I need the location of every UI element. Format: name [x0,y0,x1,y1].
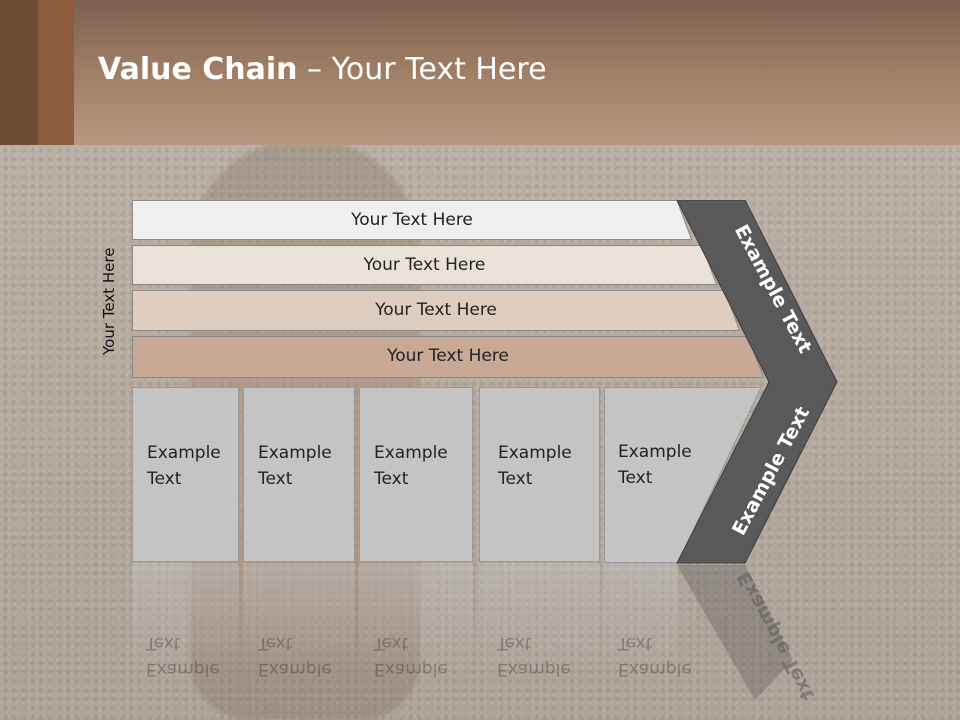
box-line2: Text [374,469,409,489]
box-line1: Example [147,443,221,463]
activity-box-1[interactable]: Example Text [132,387,239,562]
bar-label: Your Text Here [351,210,473,230]
box-reflection [132,563,239,673]
box-line1: Example [498,443,572,463]
slide-title: Value Chain – Your Text Here [98,52,547,87]
box-line2: Text [498,469,533,489]
title-rest: – Your Text Here [297,52,547,87]
bar-label: Your Text Here [375,300,497,320]
bar-label: Your Text Here [387,346,509,366]
slide-header: Value Chain – Your Text Here [0,0,960,145]
box-reflection [479,563,600,673]
header-accent-strip [38,0,74,145]
activity-box-2[interactable]: Example Text [243,387,355,562]
value-bar-3[interactable]: Your Text Here [132,290,740,331]
activity-box-4[interactable]: Example Text [479,387,600,562]
chevron-reflection [677,565,793,700]
box-reflection [243,563,355,673]
bar-label: Your Text Here [363,255,486,275]
value-bar-1[interactable]: Your Text Here [132,200,692,240]
box-line1: Example [374,443,448,463]
box-line1: Example [618,442,692,462]
activity-box-3[interactable]: Example Text [359,387,473,562]
value-bar-2[interactable]: Your Text Here [132,245,717,285]
box-reflection [359,563,473,673]
box-reflection [604,563,678,673]
box-line2: Text [618,468,653,488]
value-chevron[interactable] [675,200,845,720]
value-bar-4[interactable]: Your Text Here [132,336,764,378]
box-line2: Text [147,469,182,489]
box-line2: Text [258,469,293,489]
title-bold: Value Chain [98,52,298,87]
header-accent-strip [0,0,38,145]
box-line1: Example [258,443,332,463]
side-label: Your Text Here [100,247,118,355]
